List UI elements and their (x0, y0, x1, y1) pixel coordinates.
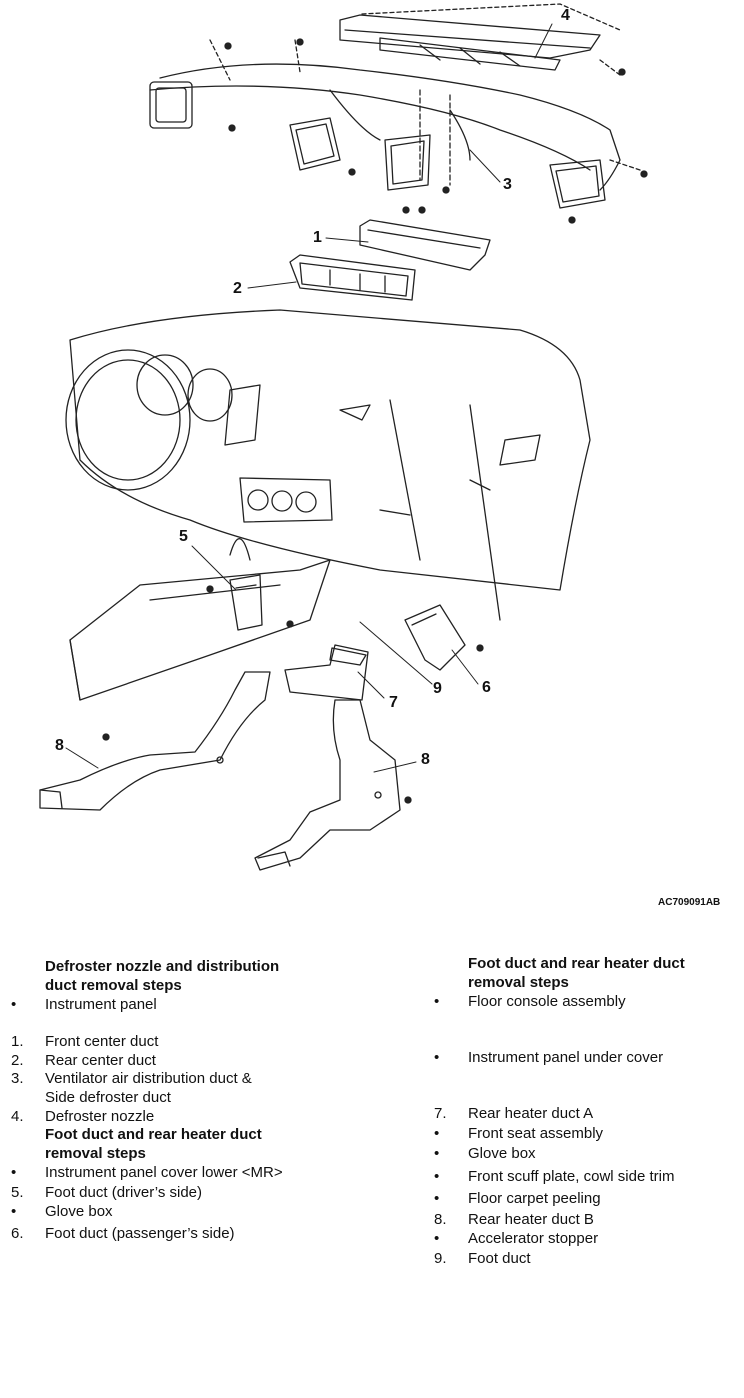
item-number: 7. (434, 1105, 447, 1122)
bullet-marker: • (434, 1125, 440, 1142)
list-item-text: Ventilator air distribution duct & (45, 1070, 252, 1087)
item-number: 1. (11, 1033, 24, 1050)
list-item-text: Floor carpet peeling (468, 1190, 601, 1207)
bullet-marker: • (11, 1203, 17, 1220)
list-item-text: Instrument panel under cover (468, 1049, 664, 1066)
right-column: Foot duct and rear heater duct removal s… (434, 955, 734, 1275)
item-number: 9. (434, 1250, 447, 1267)
bullet-marker: • (434, 993, 440, 1010)
callout-8-right: 8 (421, 751, 430, 768)
list-item-text: Instrument panel cover lower <MR> (45, 1164, 283, 1181)
callout-7: 7 (389, 694, 398, 711)
callout-4: 4 (561, 7, 570, 24)
callout-3: 3 (503, 176, 512, 193)
foot-duct-driver-drawing (229, 574, 263, 631)
item-number: 5. (11, 1184, 24, 1201)
right-heading-line-2: removal steps (468, 974, 569, 991)
left-heading-1-line-1: Defroster nozzle and distribution (45, 958, 280, 975)
illustration-drawing (39, 3, 648, 871)
list-item-text: Instrument panel (45, 996, 157, 1013)
list-item-text: Foot duct (468, 1250, 531, 1267)
rear-heater-duct-b-left-drawing (39, 671, 271, 811)
bullet-marker: • (434, 1049, 440, 1066)
list-item-text: Floor console assembly (468, 993, 626, 1010)
list-item-text: Front seat assembly (468, 1125, 604, 1142)
list-item-text: Front center duct (45, 1033, 159, 1050)
callout-6: 6 (482, 679, 491, 696)
floor-console-drawing (69, 538, 331, 701)
list-item-text: Rear center duct (45, 1052, 156, 1069)
right-heading-line-1: Foot duct and rear heater duct (468, 955, 685, 972)
list-item-text: Accelerator stopper (468, 1230, 599, 1247)
list-item-text: Defroster nozzle (45, 1108, 155, 1125)
defroster-nozzle-drawing (339, 3, 621, 71)
bullet-marker: • (434, 1230, 440, 1247)
left-column: Defroster nozzle and distribution duct r… (11, 958, 371, 1248)
item-number: 2. (11, 1052, 24, 1069)
callout-2: 2 (233, 280, 242, 297)
item-number: 3. (11, 1070, 24, 1087)
rear-heater-duct-b-right-drawing (254, 699, 401, 871)
bullet-marker: • (11, 1164, 17, 1181)
callout-9: 9 (433, 680, 442, 697)
rear-heater-duct-a-drawing (284, 644, 369, 701)
callout-5: 5 (179, 528, 188, 545)
bullet-marker: • (434, 1190, 440, 1207)
bullet-marker: • (434, 1145, 440, 1162)
list-item-text: Rear heater duct A (468, 1105, 594, 1122)
item-number: 6. (11, 1225, 24, 1242)
item-number: 8. (434, 1211, 447, 1228)
exploded-view-illustration: 4 3 1 2 5 6 7 9 8 8 (39, 3, 648, 871)
list-item-text: Front scuff plate, cowl side trim (468, 1168, 675, 1185)
item-number: 4. (11, 1108, 24, 1125)
list-item-text: Foot duct (passenger’s side) (45, 1225, 235, 1242)
left-heading-1-line-2: duct removal steps (45, 977, 182, 994)
center-duct-drawing (289, 219, 491, 301)
list-item-text: Foot duct (driver’s side) (45, 1184, 203, 1201)
bullet-marker: • (11, 996, 17, 1013)
left-heading-2-line-2: removal steps (45, 1145, 146, 1162)
callout-1: 1 (313, 229, 322, 246)
left-heading-2-line-1: Foot duct and rear heater duct (45, 1126, 262, 1143)
bullet-marker: • (434, 1168, 440, 1185)
leader-lines (65, 23, 553, 773)
foot-duct-passenger-drawing (404, 604, 466, 671)
list-item-text: Side defroster duct (45, 1089, 171, 1106)
list-item-text: Rear heater duct B (468, 1211, 594, 1228)
list-item-text: Glove box (45, 1203, 113, 1220)
instrument-panel-drawing (65, 309, 591, 621)
list-item-text: Glove box (468, 1145, 536, 1162)
figure-code: AC709091AB (658, 897, 721, 908)
distribution-duct-drawing (149, 39, 641, 209)
screw-symbols (102, 38, 648, 804)
callout-8-left: 8 (55, 737, 64, 754)
